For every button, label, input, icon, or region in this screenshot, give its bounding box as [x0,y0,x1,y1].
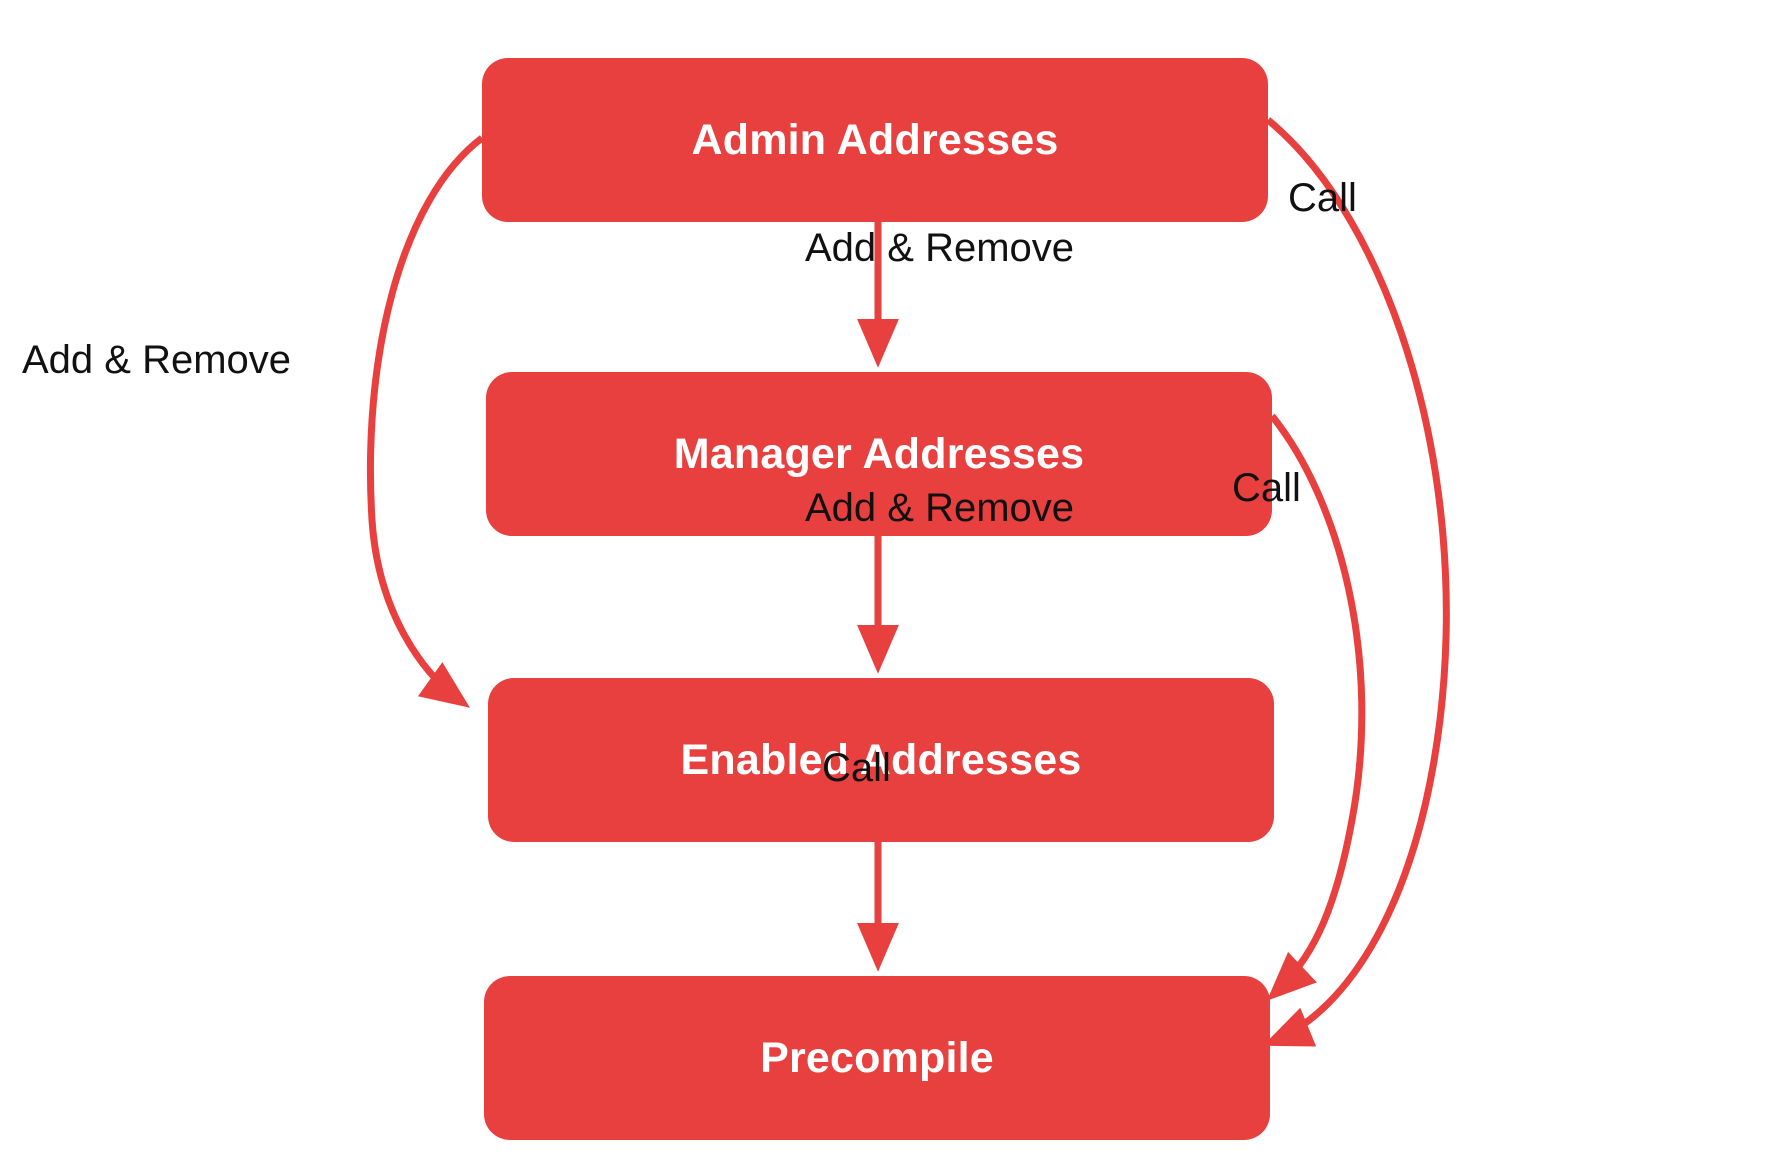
edge-label-admin-enabled: Add & Remove [22,338,292,382]
node-label: Precompile [760,1033,994,1082]
edge-label-admin-manager: Add & Remove [805,226,1075,270]
edge-label-admin-precompile: Call [1288,176,1357,220]
edge-label-manager-precompile: Call [1232,466,1301,510]
edge-admin-enabled [366,135,485,708]
node-label: Admin Addresses [691,115,1059,164]
node-precompile[interactable]: Precompile [484,976,1270,1140]
edge-label-manager-enabled: Add & Remove [805,486,1075,530]
node-label: Enabled Addresses [680,735,1082,784]
node-label: Manager Addresses [673,429,1085,478]
node-admin-addresses[interactable]: Admin Addresses [482,58,1268,222]
node-manager-addresses[interactable]: Manager Addresses [486,372,1272,536]
edge-manager-precompile [1266,413,1366,1001]
edge-label-enabled-precompile: Call [822,746,891,790]
edge-admin-precompile [1262,117,1450,1047]
node-enabled-addresses[interactable]: Enabled Addresses [488,678,1274,842]
